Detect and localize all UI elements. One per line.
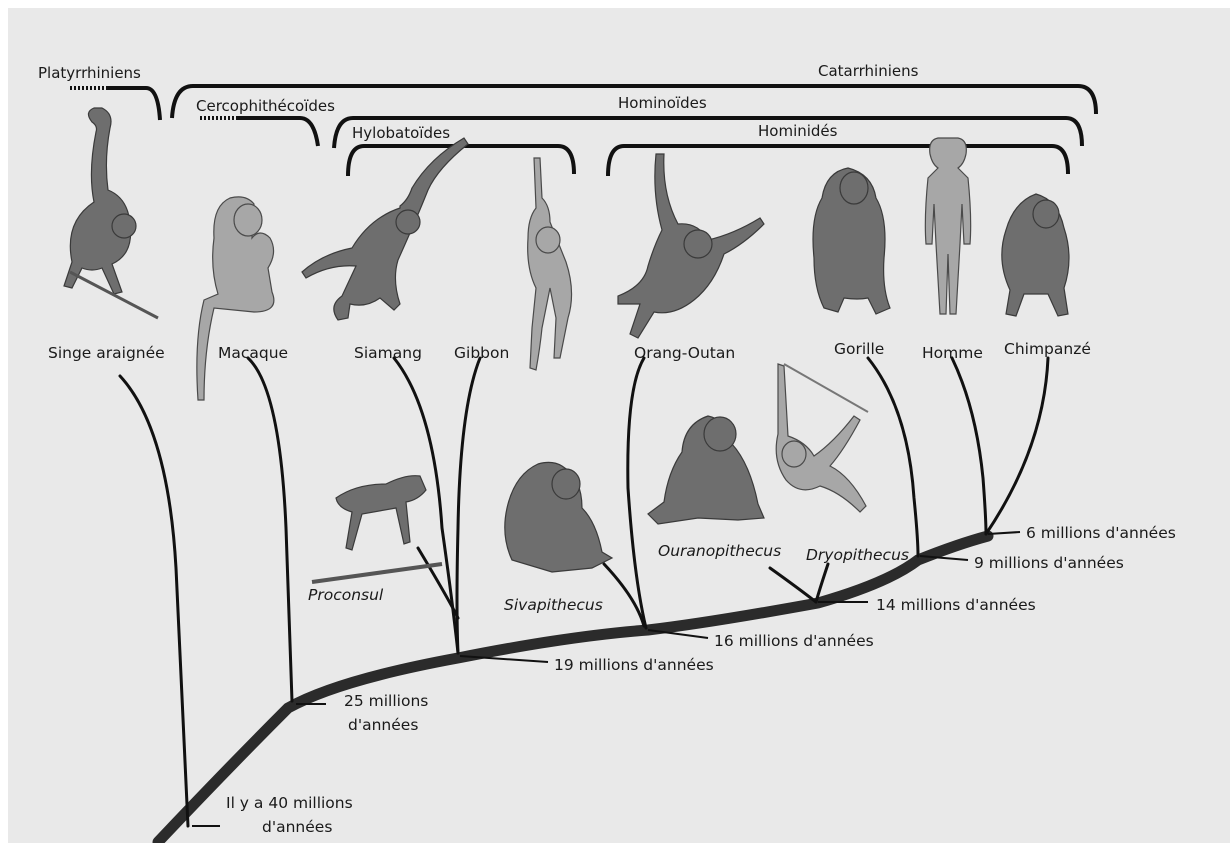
- label-orang-outan: Orang-Outan: [634, 344, 735, 362]
- macaque-illustration: [197, 197, 274, 400]
- label-catarrhiniens: Catarrhiniens: [818, 62, 919, 80]
- branch-ouranopithecus: [770, 568, 816, 602]
- branch-homme: [952, 358, 986, 534]
- label-16my: 16 millions d'années: [714, 632, 874, 650]
- branch-chimpanze: [986, 358, 1048, 534]
- phylogeny-diagram: Platyrrhiniens Catarrhiniens Cercophithé…: [8, 8, 1230, 843]
- branch-singe-araignee: [120, 376, 188, 826]
- gibbon-illustration: [528, 158, 572, 370]
- label-cercopithecoides: Cercophithécoïdes: [196, 97, 335, 115]
- label-dryopithecus: Dryopithecus: [806, 546, 909, 564]
- sivapithecus-illustration: [505, 462, 612, 572]
- label-hominoides: Hominoïdes: [618, 94, 707, 112]
- label-6my: 6 millions d'années: [1026, 524, 1176, 542]
- ouranopithecus-illustration: [648, 416, 764, 524]
- label-platyrrhiniens: Platyrrhiniens: [38, 64, 141, 82]
- label-ouranopithecus: Ouranopithecus: [658, 542, 781, 560]
- label-40my-line1: Il y a 40 millions: [226, 794, 353, 812]
- label-macaque: Macaque: [218, 344, 288, 362]
- label-hominides: Hominidés: [758, 122, 838, 140]
- branch-proconsul: [418, 548, 458, 618]
- label-25my-line1: 25 millions: [344, 692, 428, 710]
- dryopithecus-illustration: [776, 364, 868, 512]
- label-proconsul: Proconsul: [308, 586, 384, 604]
- orangutan-illustration: [618, 154, 764, 338]
- branch-gorille: [868, 358, 918, 556]
- bracket-cercopithecoides: [238, 118, 318, 146]
- spider-monkey-illustration: [64, 108, 158, 318]
- primate-tree-svg: Platyrrhiniens Catarrhiniens Cercophithé…: [8, 8, 1230, 843]
- chimpanzee-illustration: [1002, 194, 1069, 316]
- tick-6: [988, 532, 1020, 534]
- gorilla-illustration: [813, 168, 890, 314]
- branch-lines: [120, 358, 1048, 826]
- label-19my: 19 millions d'années: [554, 656, 714, 674]
- bracket-platyrrhiniens: [108, 88, 160, 120]
- label-gorille: Gorille: [834, 340, 884, 358]
- label-chimpanze: Chimpanzé: [1004, 340, 1091, 358]
- branch-macaque: [248, 358, 292, 701]
- label-25my-line2: d'années: [348, 716, 418, 734]
- label-homme: Homme: [922, 344, 983, 362]
- proconsul-illustration: [312, 476, 442, 582]
- label-gibbon: Gibbon: [454, 344, 509, 362]
- label-9my: 9 millions d'années: [974, 554, 1124, 572]
- label-singe-araignee: Singe araignée: [48, 344, 165, 362]
- human-illustration: [925, 138, 970, 314]
- label-14my: 14 millions d'années: [876, 596, 1036, 614]
- label-hylobatoides: Hylobatoïdes: [352, 124, 450, 142]
- branch-orang-outan: [628, 358, 646, 628]
- label-sivapithecus: Sivapithecus: [504, 596, 603, 614]
- branch-gibbon: [457, 358, 480, 653]
- label-40my-line2: d'années: [262, 818, 332, 836]
- siamang-illustration: [302, 138, 468, 320]
- label-siamang: Siamang: [354, 344, 422, 362]
